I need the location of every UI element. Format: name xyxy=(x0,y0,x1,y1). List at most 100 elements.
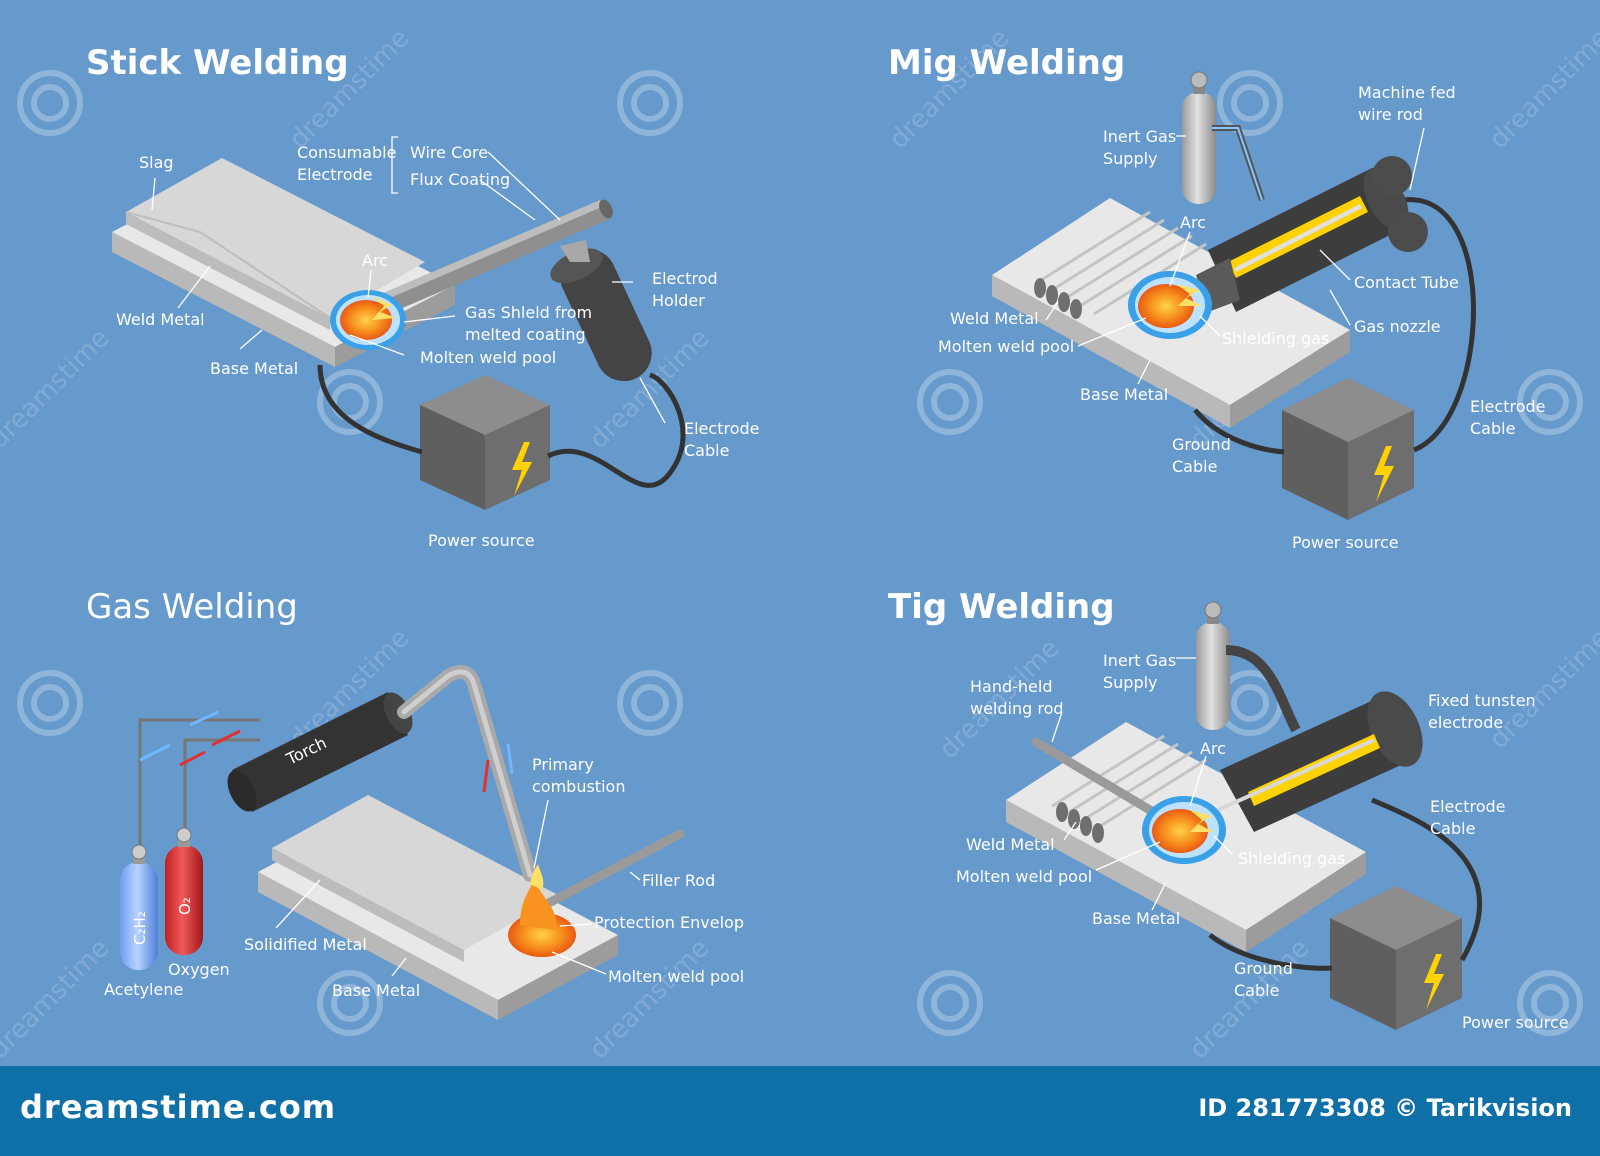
label-ground-cable: Cable xyxy=(1172,457,1217,476)
stick-molten-pool xyxy=(340,300,392,340)
gas-oxygen-hose xyxy=(183,738,260,840)
label-base-metal: Base Metal xyxy=(1080,385,1168,404)
label-c2h2: C₂H₂ xyxy=(131,911,149,945)
welding-diagram: dreamstime dreamstime dreamstime dreamst… xyxy=(0,23,1600,1065)
stick-ground-cable xyxy=(317,364,423,455)
tig-torch xyxy=(1199,691,1423,832)
label-fixed-tunsten: Fixed tunsten xyxy=(1428,691,1536,710)
label-molten-pool: Molten weld pool xyxy=(608,967,744,986)
label-shielding-gas: Shlelding gas xyxy=(1222,329,1329,348)
label-cable: Cable xyxy=(1430,819,1475,838)
label-arc: Arc xyxy=(1180,213,1206,232)
gas-title: Gas Welding xyxy=(86,587,298,627)
label-supply: Supply xyxy=(1103,673,1158,692)
gas-acetylene-hose xyxy=(138,718,260,850)
label-combustion: combustion xyxy=(532,777,625,796)
label-contact-tube: Contact Tube xyxy=(1354,273,1459,292)
label-supply: Supply xyxy=(1103,149,1158,168)
lightning-bolt-icon xyxy=(512,442,532,496)
watermark-text: dreamstime xyxy=(0,323,115,455)
label-cable: Cable xyxy=(1470,419,1515,438)
label-electrode-cable: Electrode xyxy=(1430,797,1505,816)
label-melted-coating: melted coating xyxy=(465,325,586,344)
label-base-metal: Base Metal xyxy=(332,981,420,1000)
gas-welding-panel: Gas Welding C₂H₂ O₂ xyxy=(86,587,744,1020)
stick-power-source-box xyxy=(420,375,550,510)
label-electrod: Electrod xyxy=(652,269,718,288)
gas-primary-flame xyxy=(530,864,544,890)
flow-arrow-icon xyxy=(139,710,219,762)
label-molten-pool: Molten weld pool xyxy=(956,867,1092,886)
flow-arrow-icon xyxy=(179,729,241,767)
label-base-metal: Base Metal xyxy=(210,359,298,378)
tig-electrode-cable xyxy=(1371,797,1482,962)
label-weld-metal: Weld Metal xyxy=(116,310,205,329)
label-slag: Slag xyxy=(139,153,174,172)
watermark-text: dreamstime xyxy=(1484,623,1600,755)
label-oxygen: Oxygen xyxy=(168,960,230,979)
watermark-text: dreamstime xyxy=(0,933,115,1065)
mig-gas-hose xyxy=(1212,125,1265,201)
flow-arrow-icon xyxy=(506,743,514,775)
label-wire-rod: wire rod xyxy=(1358,105,1423,124)
label-weld-metal: Weld Metal xyxy=(966,835,1055,854)
label-inert-gas: Inert Gas xyxy=(1103,127,1176,146)
stick-electrode-holder xyxy=(550,248,652,382)
mig-molten-pool xyxy=(1138,284,1194,328)
label-ground: Ground xyxy=(1234,959,1293,978)
gas-base-plate xyxy=(258,795,618,1020)
label-o2: O₂ xyxy=(176,897,194,915)
site-logo[interactable]: dreamstime.com xyxy=(20,1088,337,1126)
label-arc: Arc xyxy=(362,251,388,270)
tig-title: Tig Welding xyxy=(888,587,1115,627)
label-cable: Cable xyxy=(684,441,729,460)
mig-ground-cable xyxy=(1193,408,1285,455)
mig-base-plate xyxy=(992,198,1350,428)
flow-arrow-icon xyxy=(482,759,490,793)
watermark-text: dreamstime xyxy=(1484,23,1600,155)
label-power-source: Power source xyxy=(1462,1013,1569,1032)
label-base-metal: Base Metal xyxy=(1092,909,1180,928)
label-primary: Primary xyxy=(532,755,594,774)
oxygen-cylinder: O₂ xyxy=(165,827,203,955)
label-hand-held: Hand-held xyxy=(970,677,1053,696)
label-electrode: electrode xyxy=(1428,713,1503,732)
label-electrode: Electrode xyxy=(297,165,372,184)
mig-gas-cylinder xyxy=(1182,71,1216,204)
label-holder: Holder xyxy=(652,291,705,310)
stick-title: Stick Welding xyxy=(86,43,349,83)
tig-welding-panel: Tig Welding xyxy=(888,587,1569,1032)
stick-base-plate xyxy=(112,158,455,367)
label-power-source: Power source xyxy=(1292,533,1399,552)
label-ground: Ground xyxy=(1172,435,1231,454)
label-welding-rod: welding rod xyxy=(970,699,1064,718)
label-molten-pool: Molten weld pool xyxy=(420,348,556,367)
label-weld-metal: Weld Metal xyxy=(950,309,1039,328)
mig-title: Mig Welding xyxy=(888,43,1125,83)
label-power-source: Power source xyxy=(428,531,535,550)
label-ground-cable: Cable xyxy=(1234,981,1279,1000)
label-consumable: Consumable xyxy=(297,143,396,162)
gas-filler-rod xyxy=(540,829,685,910)
tig-ground-cable xyxy=(1208,933,1333,971)
label-filler-rod: Filler Rod xyxy=(642,871,715,890)
tig-power-source-box xyxy=(1330,886,1462,1030)
image-credit: ID 281773308 © Tarikvision xyxy=(1198,1094,1572,1122)
label-electrode-cable: Electrode xyxy=(684,419,759,438)
label-protection-envelop: Protection Envelop xyxy=(594,913,744,932)
mig-power-source-box xyxy=(1282,378,1414,520)
label-solidified-metal: Solidified Metal xyxy=(244,935,367,954)
gas-protection-envelope xyxy=(520,880,557,930)
label-gas-nozzle: Gas nozzle xyxy=(1354,317,1441,336)
lightning-bolt-icon xyxy=(1424,954,1444,1010)
label-electrode-cable: Electrode xyxy=(1470,397,1545,416)
label-flux-coating: Flux Coating xyxy=(410,170,510,189)
footer-bar: dreamstime.com ID 281773308 © Tarikvisio… xyxy=(0,1066,1600,1156)
stick-electrode-cable xyxy=(546,372,686,488)
tig-gas-cylinder xyxy=(1196,601,1230,730)
tig-gas-hose xyxy=(1225,645,1301,733)
tig-molten-pool xyxy=(1152,809,1208,853)
label-shielding-gas: Shlelding gas xyxy=(1238,849,1345,868)
tig-welding-rod xyxy=(1031,737,1175,827)
mig-welding-panel: Mig Welding xyxy=(888,43,1545,552)
